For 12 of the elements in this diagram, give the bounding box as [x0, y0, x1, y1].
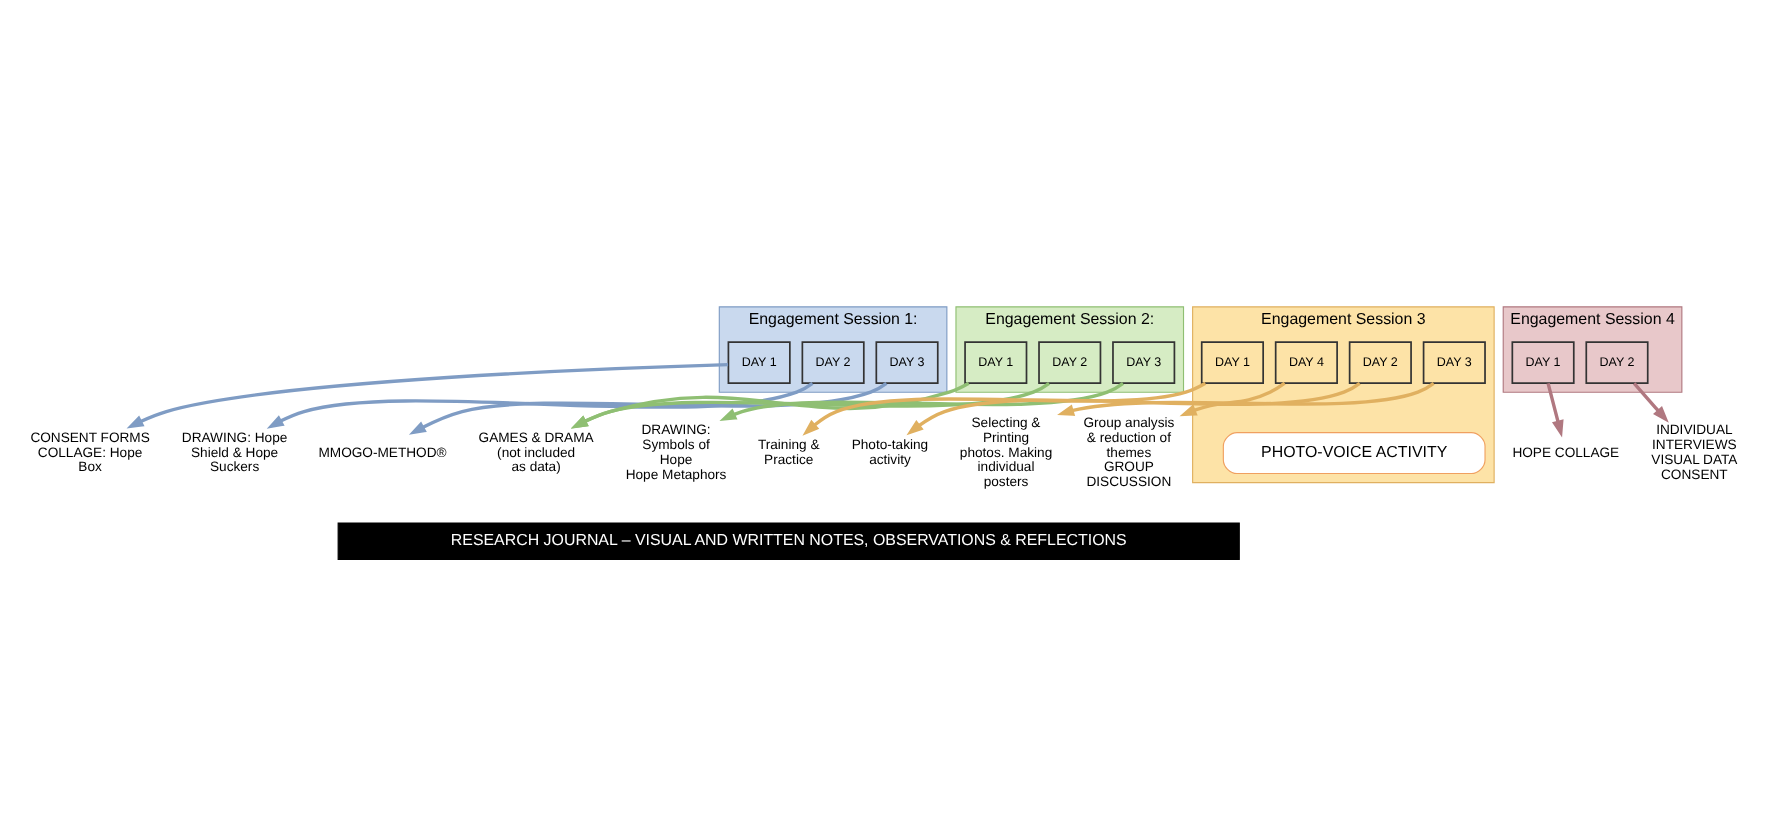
- arrow: [408, 380, 888, 434]
- arrow: [1057, 380, 1435, 415]
- arrow: [570, 380, 970, 428]
- arrow: [266, 380, 814, 428]
- arrow: [126, 361, 729, 428]
- arrow: [802, 380, 1207, 435]
- arrow: [1632, 381, 1669, 422]
- arrow: [1179, 380, 1286, 416]
- arrow: [570, 380, 1051, 428]
- arrow: [1546, 381, 1564, 437]
- arrow: [719, 380, 1125, 420]
- arrow: [906, 380, 1361, 435]
